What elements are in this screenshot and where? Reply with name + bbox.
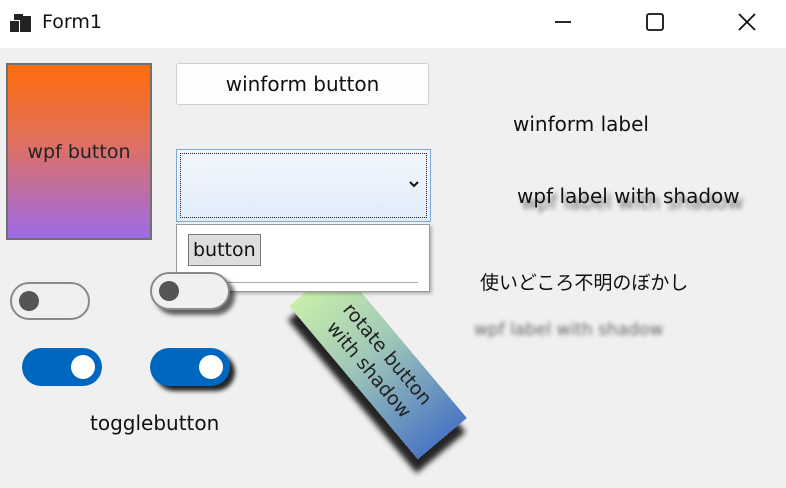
dropdown-separator [188, 282, 418, 283]
blur-caption-label: 使いどころ不明のぼかし [480, 272, 689, 294]
rotate-button[interactable]: rotate button with shadow [289, 264, 467, 460]
combobox[interactable] [176, 149, 431, 222]
minimize-button[interactable] [540, 0, 586, 44]
togglebutton-label: togglebutton [90, 411, 220, 435]
wpf-button[interactable]: wpf button [6, 63, 152, 240]
close-icon [738, 13, 756, 31]
minimize-icon [555, 21, 571, 23]
winform-label: winform label [513, 112, 649, 136]
toggle-switch-on-shadow[interactable] [150, 348, 230, 386]
combobox-focus-rect [180, 153, 427, 218]
wpf-label-with-shadow: wpf label with shadow [517, 184, 740, 208]
close-button[interactable] [724, 0, 770, 44]
maximize-icon [646, 13, 664, 31]
dropdown-item-button[interactable]: button [188, 234, 261, 266]
app-icon [10, 14, 31, 32]
winform-button[interactable]: winform button [176, 63, 429, 105]
toggle-knob [199, 355, 223, 379]
wpf-button-label: wpf button [27, 140, 131, 163]
chevron-down-icon [409, 181, 419, 188]
toggle-switch-on[interactable] [22, 348, 102, 386]
winform-button-label: winform button [225, 72, 380, 96]
maximize-button[interactable] [632, 0, 678, 44]
dropdown-item-label: button [193, 239, 256, 261]
toggle-switch-off[interactable] [10, 282, 90, 320]
toggle-knob [159, 281, 179, 301]
window-title: Form1 [42, 11, 102, 33]
toggle-switch-off-shadow[interactable] [150, 272, 230, 310]
toggle-knob [19, 291, 39, 311]
wpf-label-blurred: wpf label with shadow [474, 320, 664, 340]
title-bar: Form1 [0, 0, 786, 48]
toggle-knob [71, 355, 95, 379]
